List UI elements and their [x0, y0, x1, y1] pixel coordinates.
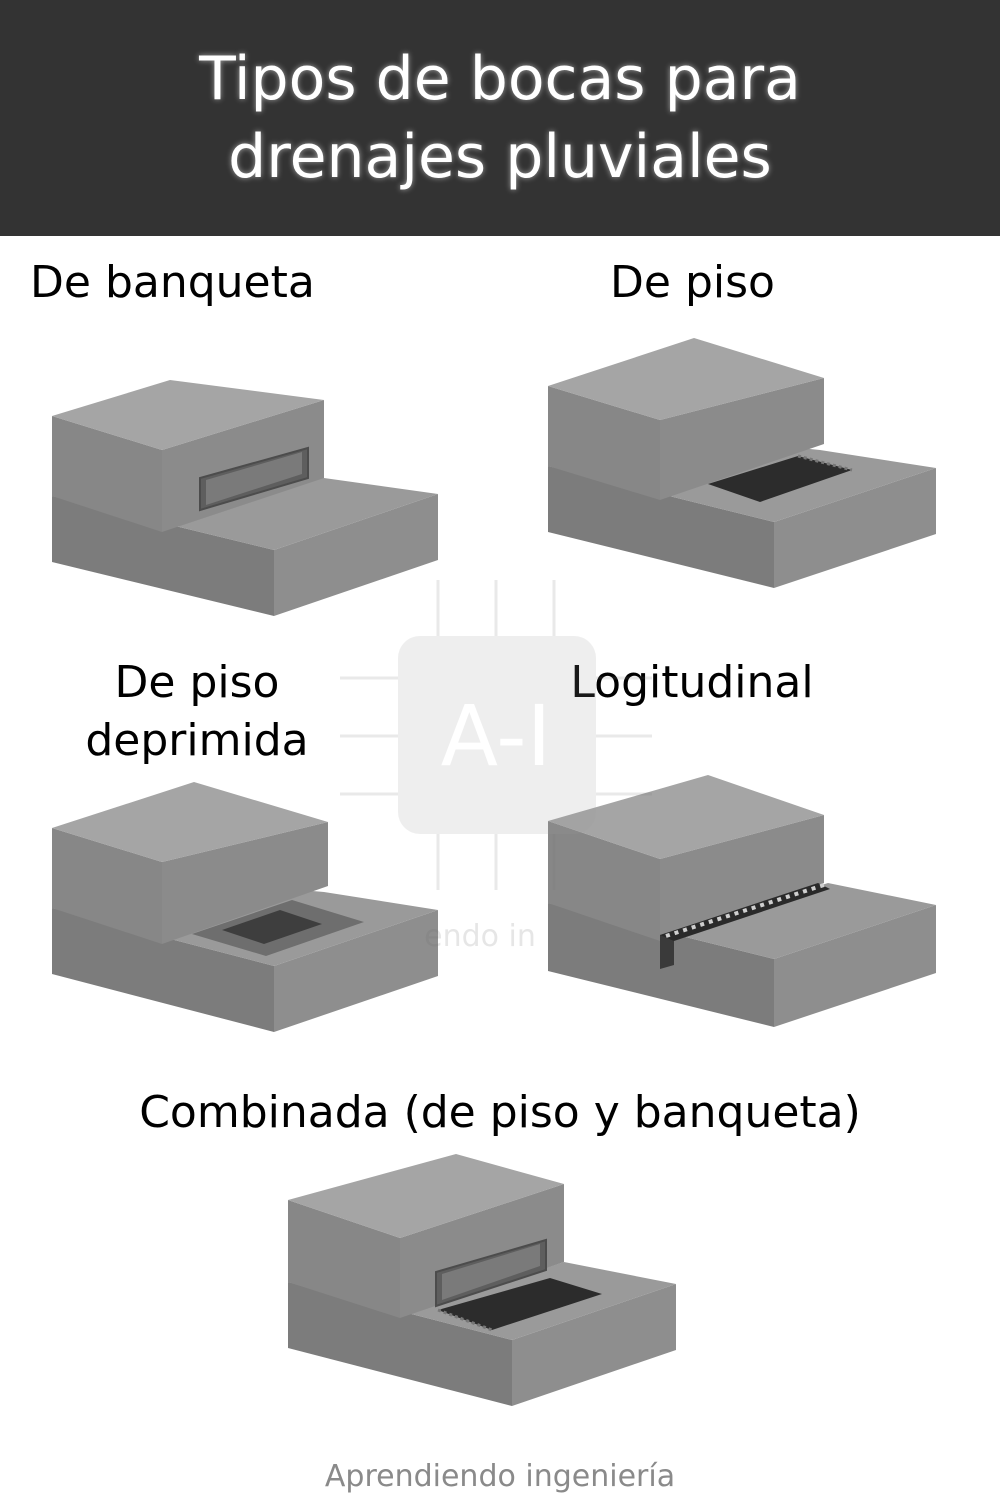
curb-inlet-block-icon	[52, 380, 438, 616]
title-banner: Tipos de bocas para drenajes pluviales	[0, 0, 1000, 236]
label-logitudinal: Logitudinal	[570, 657, 814, 708]
label-de-banqueta: De banqueta	[30, 257, 315, 308]
depressed-grate-inlet-block-icon	[52, 782, 438, 1032]
grate-inlet-block-icon	[548, 338, 936, 588]
label-de-piso: De piso	[610, 257, 775, 308]
footer-credit: Aprendiendo ingeniería	[324, 1459, 676, 1494]
combination-inlet-block-icon	[288, 1154, 676, 1406]
label-combinada: Combinada (de piso y banqueta)	[139, 1087, 861, 1138]
page-title: Tipos de bocas para drenajes pluviales	[199, 44, 801, 192]
label-de-piso-deprimida: De piso deprimida	[85, 657, 309, 766]
slotted-drain-block-icon	[548, 775, 936, 1027]
watermark-text: A-I	[441, 687, 552, 785]
